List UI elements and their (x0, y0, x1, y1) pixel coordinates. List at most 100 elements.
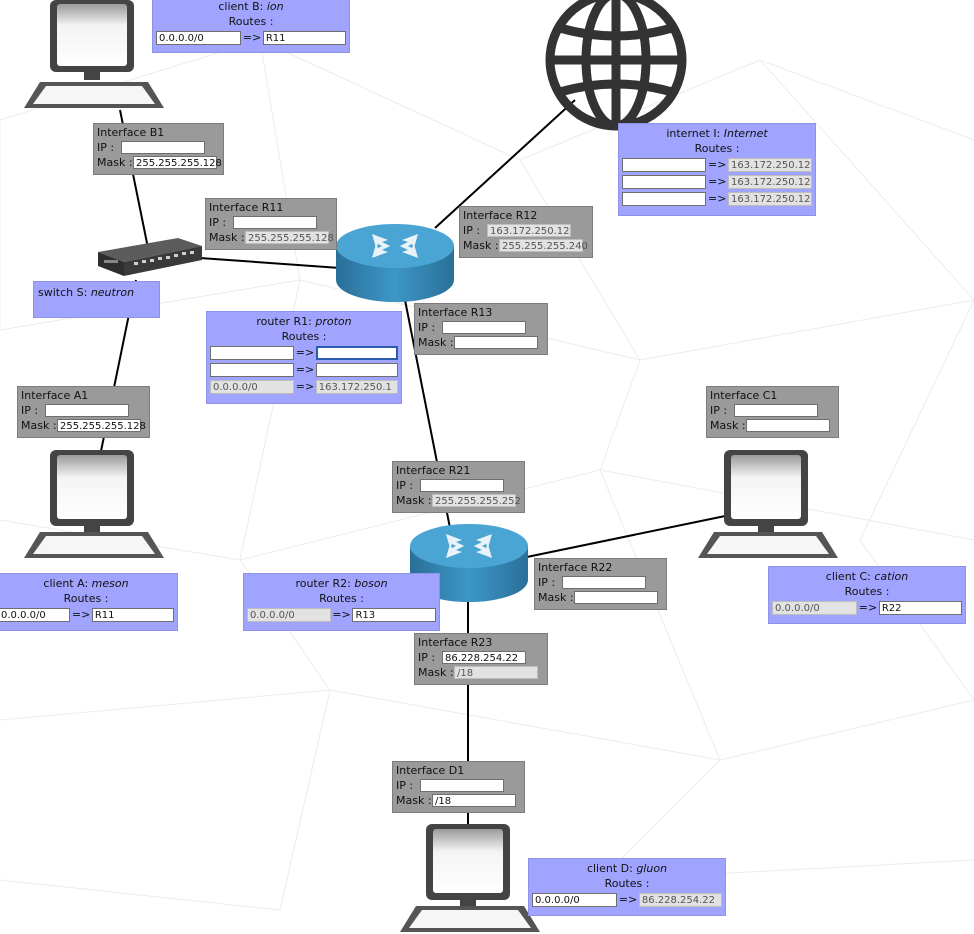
router-r1-route-gw-input[interactable] (315, 345, 398, 360)
mask-label: Mask : (418, 336, 454, 349)
interface-a1-mask-input[interactable]: 255.255.255.128 (57, 419, 146, 432)
router-r2-panel: router R2: boson Routes : 0.0.0.0/0 => R… (243, 573, 440, 631)
client-a-route-row: 0.0.0.0/0 => R11 (0, 606, 174, 623)
route-arrow: => (295, 346, 315, 359)
interface-b1-ip-input[interactable] (121, 141, 205, 154)
ip-label: IP : (97, 141, 115, 154)
client-b-route-gw-input[interactable]: R11 (262, 30, 346, 45)
client-c-route-gw-input[interactable]: R22 (878, 600, 962, 615)
client-a-name: meson (91, 577, 129, 590)
route-arrow: => (295, 363, 315, 376)
interface-r22-mask-input[interactable] (574, 591, 658, 604)
client-a-route-dest-input[interactable]: 0.0.0.0/0 (0, 607, 71, 622)
client-a-computer-icon[interactable] (22, 450, 168, 560)
interface-r21-ip-input[interactable] (420, 479, 504, 492)
interface-r13-mask-input[interactable] (454, 336, 538, 349)
mask-label: Mask : (710, 419, 746, 432)
switch-panel: switch S: neutron (33, 281, 160, 318)
interface-r12-mask-input: 255.255.255.240 (499, 239, 588, 252)
client-b-route-row: 0.0.0.0/0 => R11 (156, 29, 346, 46)
router-r1-route-dest-input[interactable] (210, 362, 295, 377)
client-b-title: client B: ion (156, 0, 346, 14)
interface-d1-ip-row: IP : (396, 778, 521, 793)
mask-label: Mask : (418, 666, 454, 679)
client-c-route-dest-input: 0.0.0.0/0 (772, 600, 858, 615)
interface-d1-box: Interface D1 IP : Mask :/18 (392, 761, 525, 813)
client-d-computer-icon[interactable] (398, 824, 544, 934)
ip-label: IP : (463, 224, 481, 237)
interface-r12-title: Interface R12 (463, 209, 538, 222)
ip-label: IP : (396, 779, 414, 792)
route-arrow: => (708, 175, 727, 188)
client-c-title: client C: cation (772, 569, 962, 584)
client-d-route-dest-input[interactable]: 0.0.0.0/0 (532, 892, 618, 907)
route-arrow: => (708, 192, 727, 205)
client-a-route-gw-input[interactable]: R11 (91, 607, 174, 622)
ip-label: IP : (418, 651, 436, 664)
client-b-panel: client B: ion Routes : 0.0.0.0/0 => R11 (152, 0, 350, 53)
router-r1-route-row: => (210, 344, 398, 361)
ip-label: IP : (710, 404, 728, 417)
interface-r11-box: Interface R11 IP : Mask :255.255.255.128 (205, 198, 337, 250)
router-r2-route-gw-input[interactable]: R13 (352, 607, 436, 622)
router-r1-route-gw-input: 163.172.250.1 (315, 379, 398, 394)
interface-r22-ip-input[interactable] (562, 576, 646, 589)
interface-c1-title: Interface C1 (710, 389, 778, 402)
interface-b1-mask-row: Mask :255.255.255.128 (97, 155, 222, 170)
interface-r22-box: Interface R22 IP : Mask : (534, 558, 667, 610)
client-b-routes-label: Routes : (228, 15, 274, 28)
client-b-computer-icon[interactable] (22, 0, 168, 110)
internet-route-gw-input: 163.172.250.12 (728, 191, 812, 206)
client-c-route-row: 0.0.0.0/0 => R22 (772, 599, 962, 616)
interface-r13-ip-input[interactable] (442, 321, 526, 334)
interface-d1-ip-input[interactable] (420, 779, 504, 792)
router-r1-route-row: 0.0.0.0/0 => 163.172.250.1 (210, 378, 398, 395)
interface-r13-ip-row: IP : (418, 320, 544, 335)
interface-r13-box: Interface R13 IP : Mask : (414, 303, 548, 355)
client-b-title-prefix: client B: (218, 0, 267, 13)
interface-c1-mask-row: Mask : (710, 418, 835, 433)
interface-c1-ip-input[interactable] (734, 404, 818, 417)
client-c-computer-icon[interactable] (696, 450, 842, 560)
switch-name: neutron (90, 286, 135, 299)
router-r2-title: router R2: boson (247, 576, 436, 591)
interface-c1-ip-row: IP : (710, 403, 835, 418)
interface-r23-title: Interface R23 (418, 636, 493, 649)
router-r1-route-dest-input[interactable] (210, 345, 295, 360)
client-c-panel: client C: cation Routes : 0.0.0.0/0 => R… (768, 566, 966, 624)
internet-route-dest-input[interactable] (622, 174, 707, 189)
router-r1-route-gw-input[interactable] (315, 362, 398, 377)
internet-globe-icon[interactable] (542, 0, 690, 134)
interface-d1-mask-input[interactable]: /18 (432, 794, 516, 807)
ip-label: IP : (418, 321, 436, 334)
client-d-name: gluon (636, 862, 668, 875)
router-r1-route-dest-input: 0.0.0.0/0 (210, 379, 295, 394)
mask-label: Mask : (463, 239, 499, 252)
router-r1-title: router R1: proton (210, 314, 398, 329)
interface-b1-mask-input[interactable]: 255.255.255.128 (133, 156, 222, 169)
interface-a1-box: Interface A1 IP : Mask :255.255.255.128 (17, 386, 150, 438)
interface-c1-mask-input[interactable] (746, 419, 830, 432)
client-d-route-gw-input: 86.228.254.22 (638, 892, 722, 907)
client-a-panel: client A: meson Routes : 0.0.0.0/0 => R1… (0, 573, 178, 631)
interface-r11-ip-input[interactable] (233, 216, 317, 229)
router-r1-icon[interactable] (334, 222, 456, 308)
interface-a1-ip-input[interactable] (45, 404, 129, 417)
interface-a1-mask-row: Mask :255.255.255.128 (21, 418, 146, 433)
internet-title: internet I: Internet (622, 126, 812, 141)
interface-a1-title: Interface A1 (21, 389, 89, 402)
internet-route-dest-input[interactable] (622, 157, 707, 172)
router-r1-panel: router R1: proton Routes : => => 0.0.0.0… (206, 311, 402, 404)
client-b-route-dest-input[interactable]: 0.0.0.0/0 (156, 30, 242, 45)
interface-r23-ip-input[interactable]: 86.228.254.22 (442, 651, 526, 664)
switch-icon[interactable] (94, 232, 206, 280)
interface-r11-ip-row: IP : (209, 215, 333, 230)
client-c-title-prefix: client C: (825, 570, 875, 583)
client-a-routes-label: Routes : (63, 592, 109, 605)
internet-routes-label: Routes : (694, 142, 740, 155)
ip-label: IP : (538, 576, 556, 589)
internet-panel: internet I: Internet Routes : => 163.172… (618, 123, 816, 216)
mask-label: Mask : (21, 419, 57, 432)
internet-route-dest-input[interactable] (622, 191, 707, 206)
interface-r21-mask-row: Mask :255.255.255.252 (396, 493, 521, 508)
